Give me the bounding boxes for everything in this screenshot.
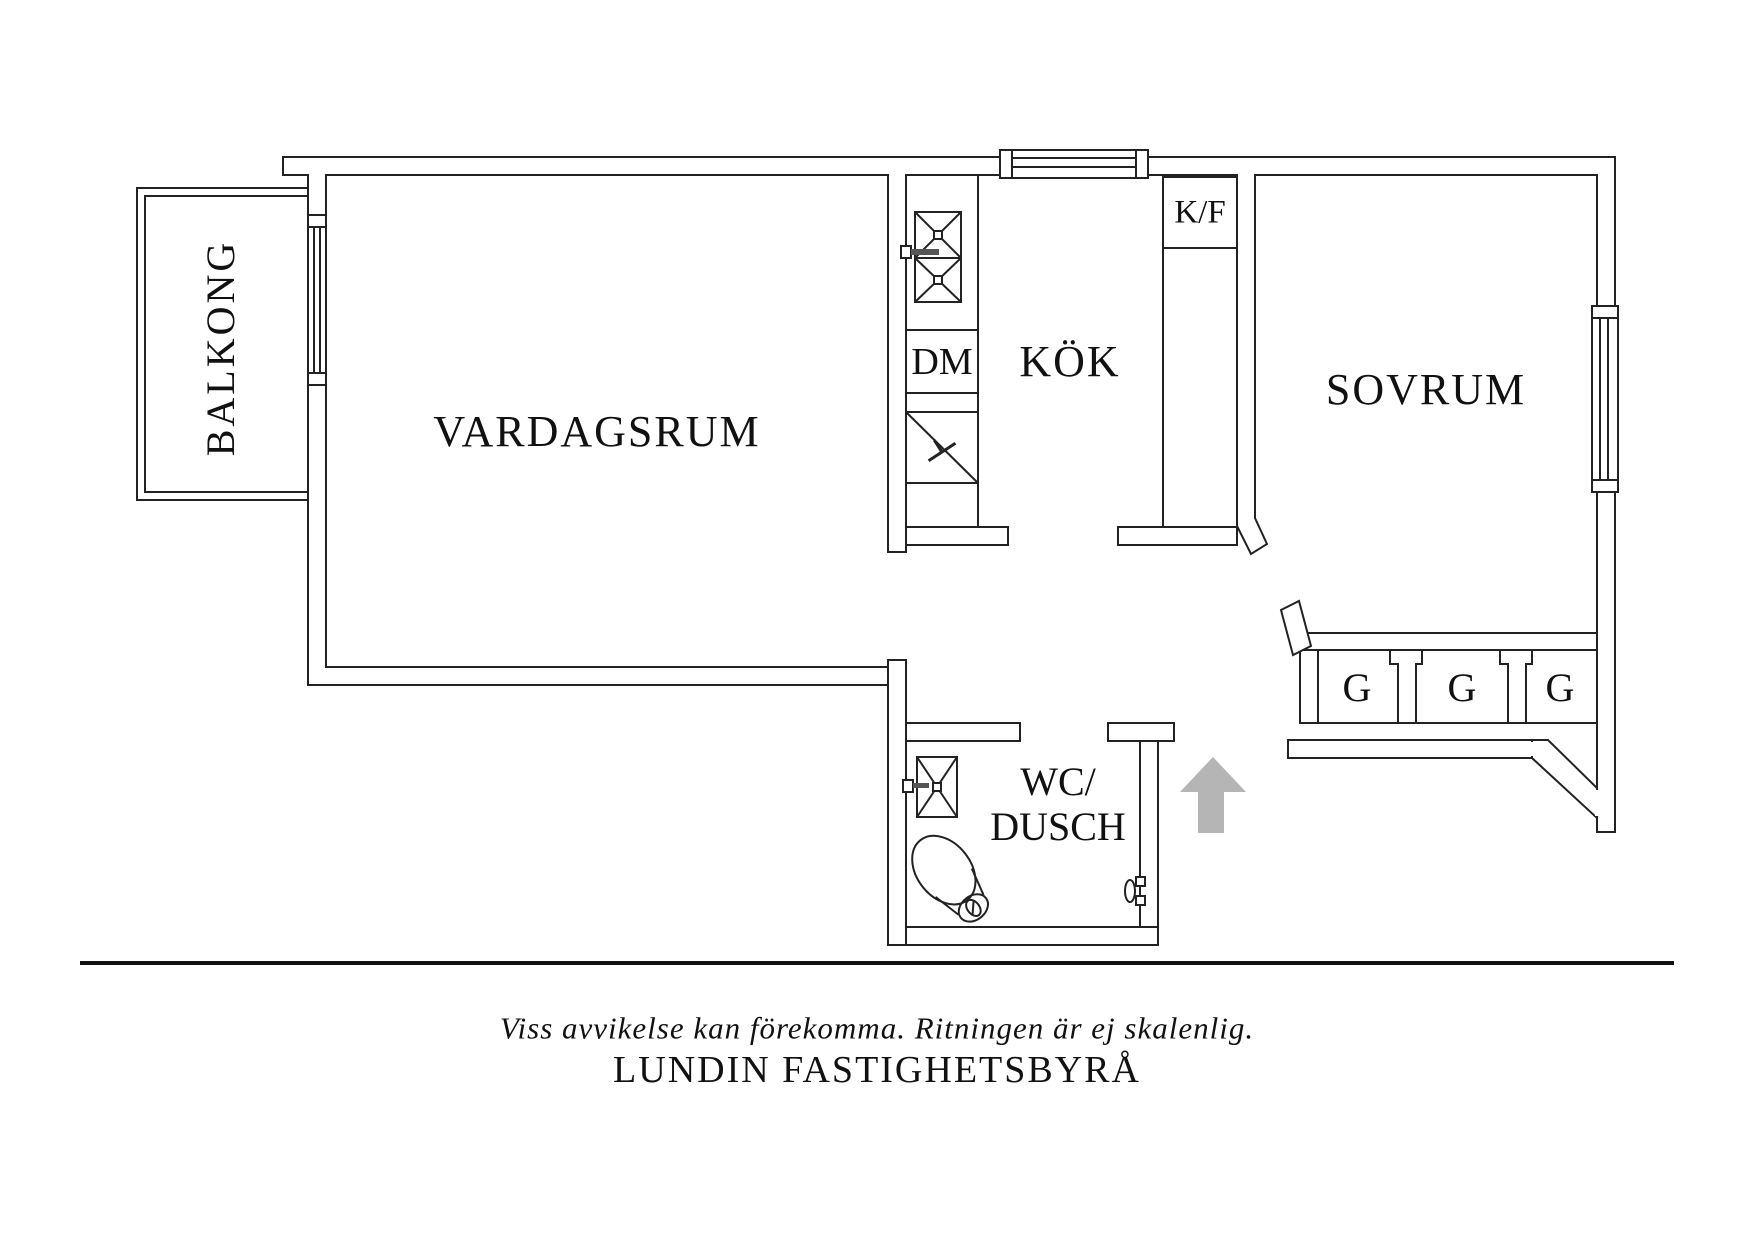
hall-north-wall <box>1117 526 1238 546</box>
entry-arrow-icon <box>1180 757 1246 833</box>
closet-left-stub <box>1299 649 1319 724</box>
wash-basin-icon <box>902 756 958 818</box>
closet-divider-2 <box>1499 649 1533 724</box>
dishwasher-label: DM <box>911 341 973 383</box>
balcony-label: BALKONG <box>198 239 243 457</box>
fridge-freezer-unit <box>1162 176 1238 528</box>
disclaimer-text: Viss avvikelse kan förekomma. Ritningen … <box>499 1010 1255 1046</box>
closet-top-wall <box>1299 632 1598 651</box>
closet-divider-1 <box>1389 649 1423 724</box>
company-name: LUNDIN FASTIGHETSBYRÅ <box>613 1049 1141 1091</box>
closet-label-1: G <box>1342 665 1372 710</box>
toilet-icon <box>911 834 990 923</box>
wc-door-jamb <box>1107 722 1175 742</box>
wc-bottom-wall <box>905 926 1159 946</box>
bedroom-label: SOVRUM <box>1325 365 1527 414</box>
sink-icon <box>900 211 962 303</box>
kitchen-counter <box>906 175 979 527</box>
wc-label-line2: DUSCH <box>990 804 1126 849</box>
hall-bottom-wall <box>1287 739 1533 759</box>
closet-label-2: G <box>1447 665 1477 710</box>
fridge-freezer-label: K/F <box>1174 194 1226 231</box>
walls <box>282 156 1616 946</box>
living-room-label: VARDAGSRUM <box>433 407 761 456</box>
footer-divider <box>80 961 1674 965</box>
wc-label-line1: WC/ <box>1020 759 1096 804</box>
kitchen-label: KÖK <box>1019 337 1121 386</box>
wall-joint-patch <box>1530 742 1599 816</box>
kitchen-window <box>999 149 1149 179</box>
stove-icon <box>905 411 979 484</box>
wc-top-wall <box>905 722 1021 742</box>
closet-label-3: G <box>1545 665 1575 710</box>
bedroom-window <box>1591 305 1619 493</box>
kitchen-south-wall <box>905 526 1009 546</box>
balcony-door-window <box>307 214 327 386</box>
door-handle-icon <box>1124 876 1146 906</box>
diagonal-wall <box>1531 739 1598 821</box>
bedroom-door-leaf <box>1279 599 1313 657</box>
wc-left-wall <box>887 659 907 946</box>
